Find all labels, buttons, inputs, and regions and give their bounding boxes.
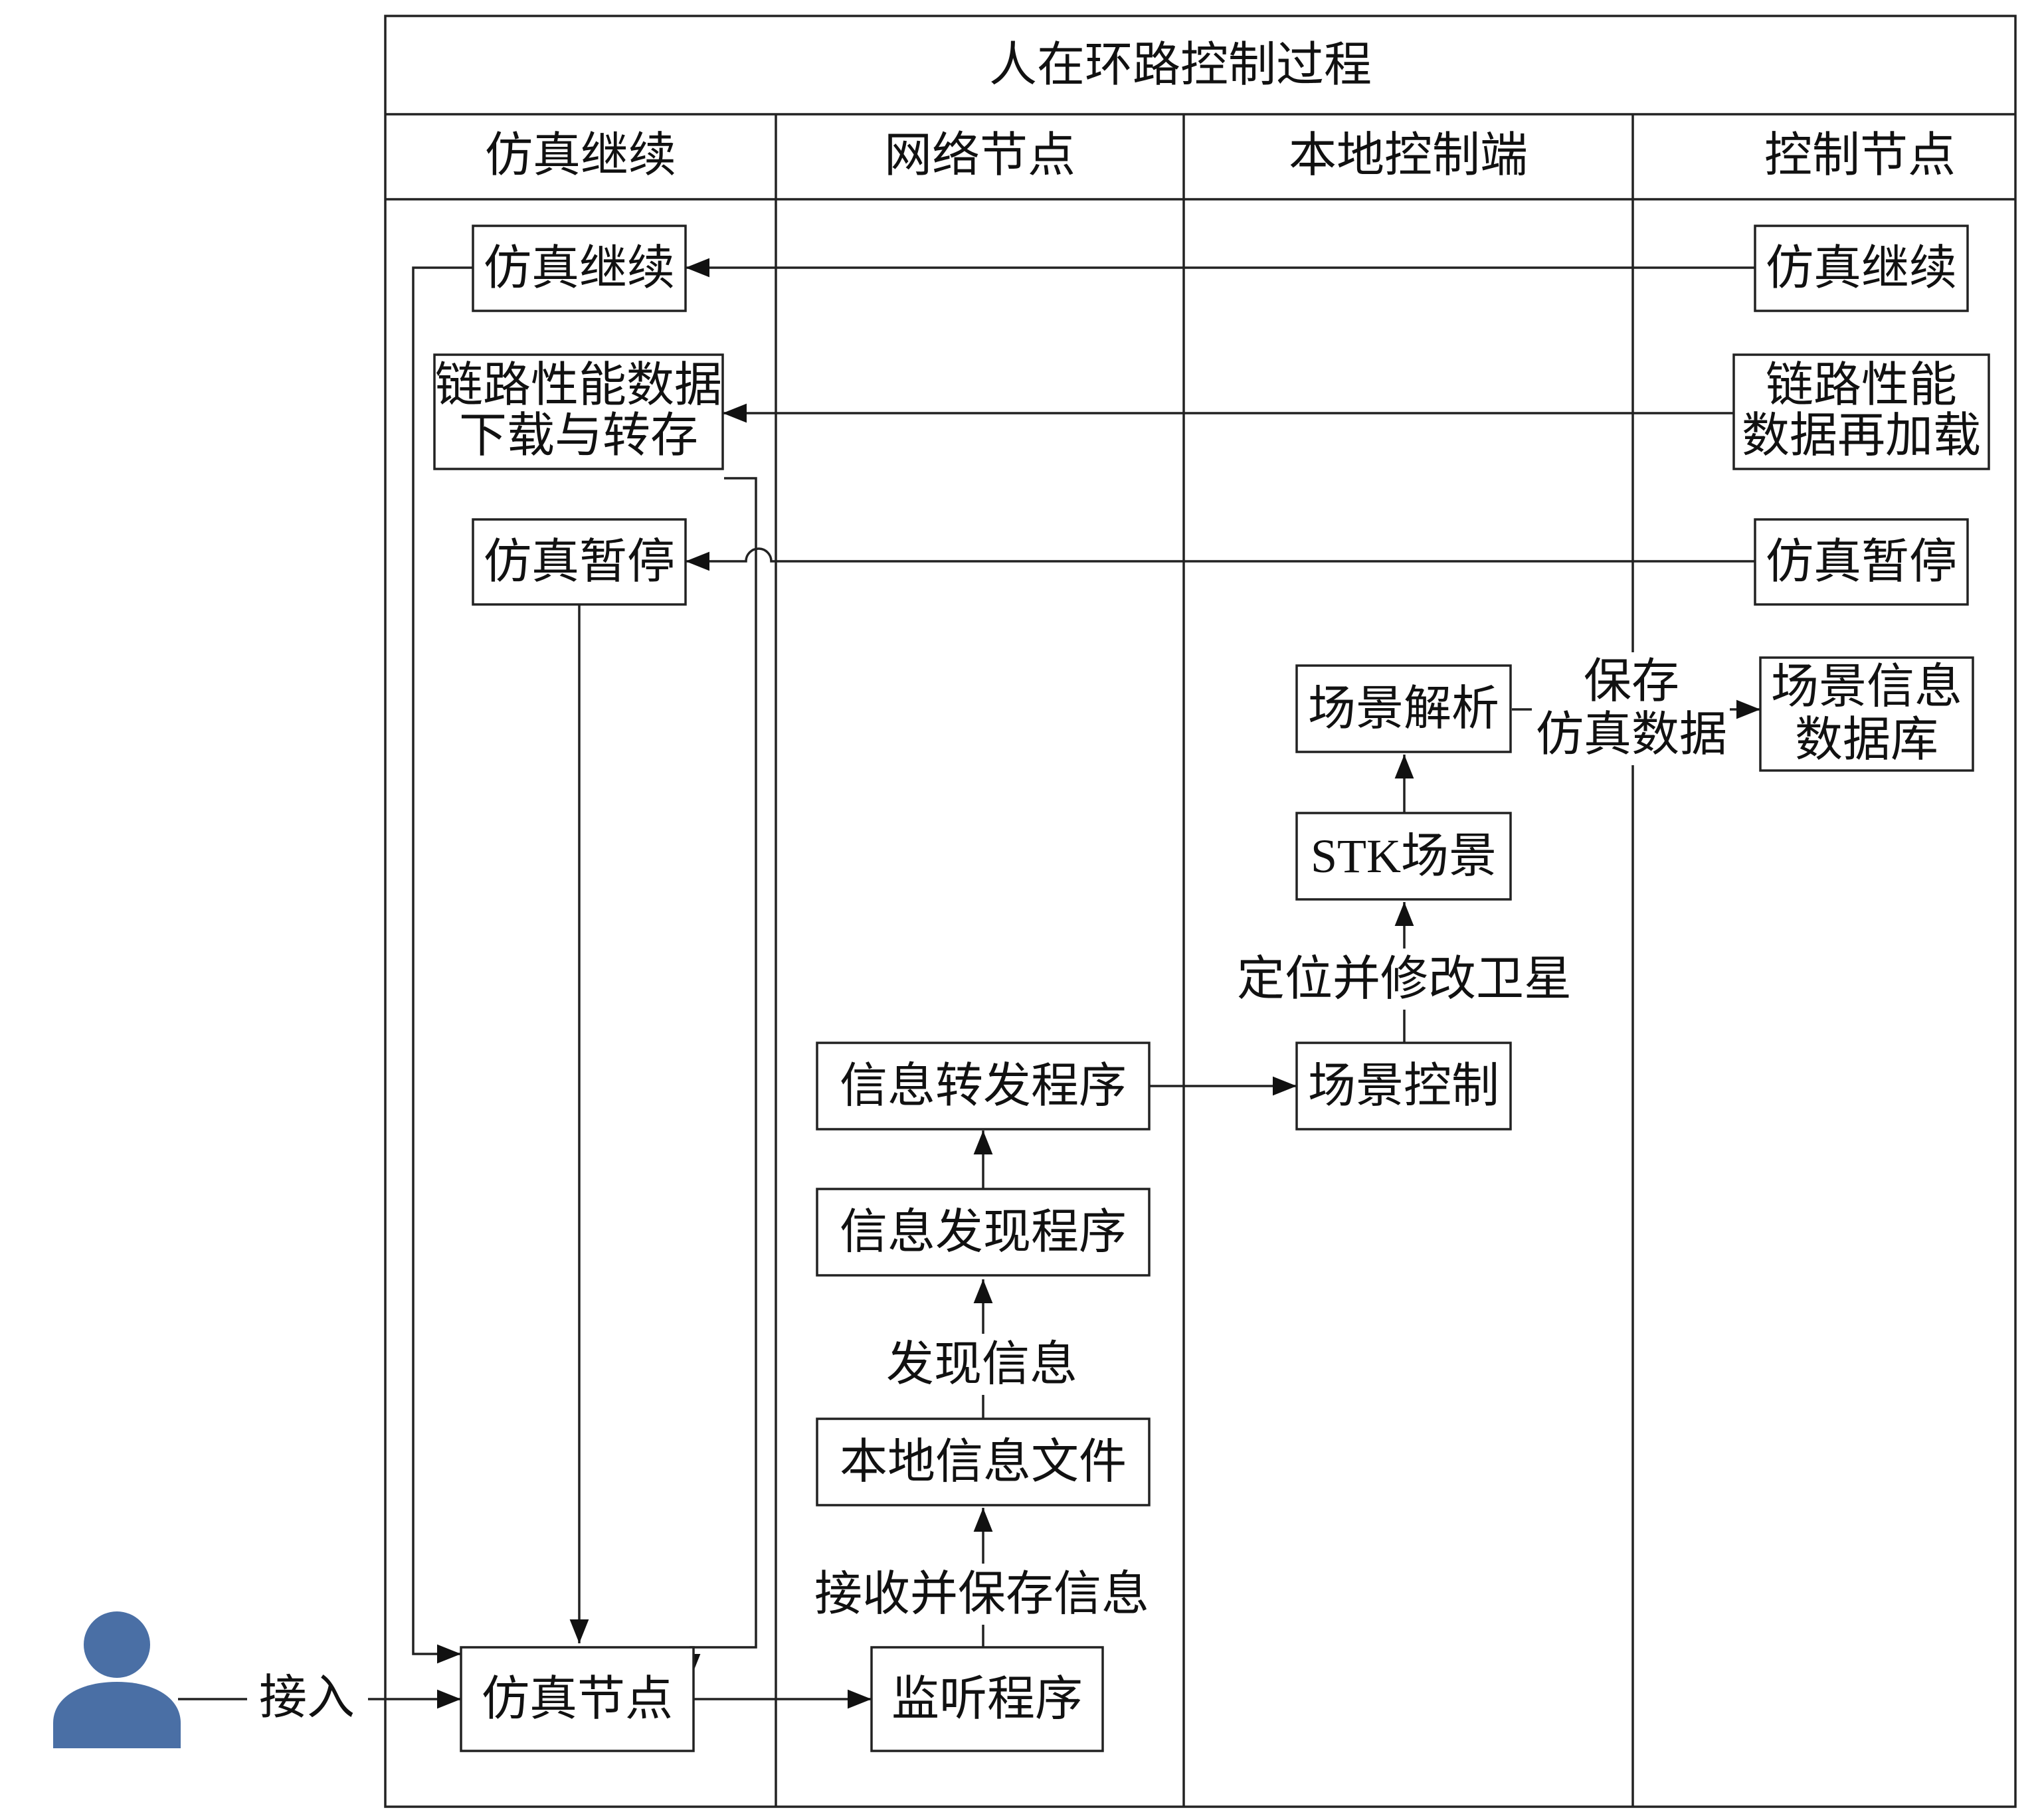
node-sim-pause-right-label: 仿真暂停 [1766, 535, 1957, 589]
node-sim-continue-left [472, 225, 687, 312]
edge-continue-to-node [412, 266, 473, 1664]
lane-header-sim: 仿真继续 [485, 129, 676, 182]
node-link-reload-label-1: 链路性能 [1766, 359, 1957, 412]
lane-header-net: 网络节点 [884, 129, 1075, 182]
node-sim-continue-right [1754, 225, 1969, 312]
node-info-forward-label: 信息转发程序 [840, 1059, 1127, 1113]
label-locate-modify: 定位并修改卫星 [1237, 953, 1572, 1006]
edge-download-to-node [681, 477, 757, 1678]
node-sim-pause-left-label: 仿真暂停 [484, 535, 675, 589]
node-link-download-label-2: 下载与转存 [459, 409, 698, 462]
node-link-reload [1732, 353, 1990, 470]
lane-header-ctrl: 控制节点 [1764, 129, 1956, 182]
node-scene-control [1295, 1042, 1512, 1131]
swimlane-frame [384, 15, 2017, 1808]
node-scene-parse-label: 场景解析 [1308, 682, 1499, 735]
node-info-discovery-label: 信息发现程序 [840, 1206, 1127, 1259]
diagram-title: 人在环路控制过程 [989, 39, 1372, 92]
node-info-forward [816, 1042, 1151, 1131]
node-local-info-file [816, 1417, 1151, 1506]
label-receive-save: 接收并保存信息 [814, 1568, 1149, 1621]
node-stk-scene-label: STK场景 [1311, 830, 1497, 883]
node-scene-parse [1295, 664, 1512, 753]
label-access: 接入 [259, 1671, 355, 1724]
lane-headers: 仿真继续 网络节点 本地控制端 控制节点 [485, 129, 1956, 182]
node-scene-control-label: 场景控制 [1308, 1059, 1499, 1113]
lane-header-local: 本地控制端 [1289, 129, 1528, 182]
node-stk-scene [1295, 812, 1512, 901]
node-sim-node-label: 仿真节点 [482, 1673, 673, 1726]
node-sim-pause-left [472, 518, 687, 606]
node-listener [870, 1646, 1104, 1752]
node-sim-continue-left-label: 仿真继续 [484, 242, 675, 295]
edge-labels: 接入 接收并保存信息 发现信息 定位并修改卫星 保存 仿真数据 [247, 652, 1730, 1730]
node-scene-db [1759, 656, 1974, 772]
node-sim-pause-right [1754, 518, 1969, 606]
node-sim-continue-right-label: 仿真继续 [1766, 242, 1957, 295]
label-save-sim-data-2: 仿真数据 [1536, 708, 1727, 761]
node-info-discovery [816, 1188, 1151, 1277]
node-local-info-file-label: 本地信息文件 [840, 1435, 1127, 1489]
node-listener-label: 监听程序 [891, 1673, 1083, 1726]
label-discover: 发现信息 [886, 1338, 1077, 1391]
pool-border [384, 15, 2017, 1808]
node-sim-node [460, 1646, 695, 1752]
node-link-download [433, 353, 724, 470]
node-scene-db-label-2: 数据库 [1795, 713, 1938, 767]
node-link-reload-label-2: 数据再加载 [1742, 409, 1981, 462]
user-icon [53, 1611, 181, 1748]
label-save-sim-data-1: 保存 [1584, 655, 1679, 708]
edge-pause [686, 547, 1755, 571]
nodes: 仿真继续 链路性能数据 下载与转存 仿真暂停 仿真节点 监听程序 本地信息文件 … [433, 225, 1990, 1752]
node-link-download-label-1: 链路性能数据 [435, 359, 722, 412]
node-scene-db-label-1: 场景信息 [1771, 660, 1962, 713]
